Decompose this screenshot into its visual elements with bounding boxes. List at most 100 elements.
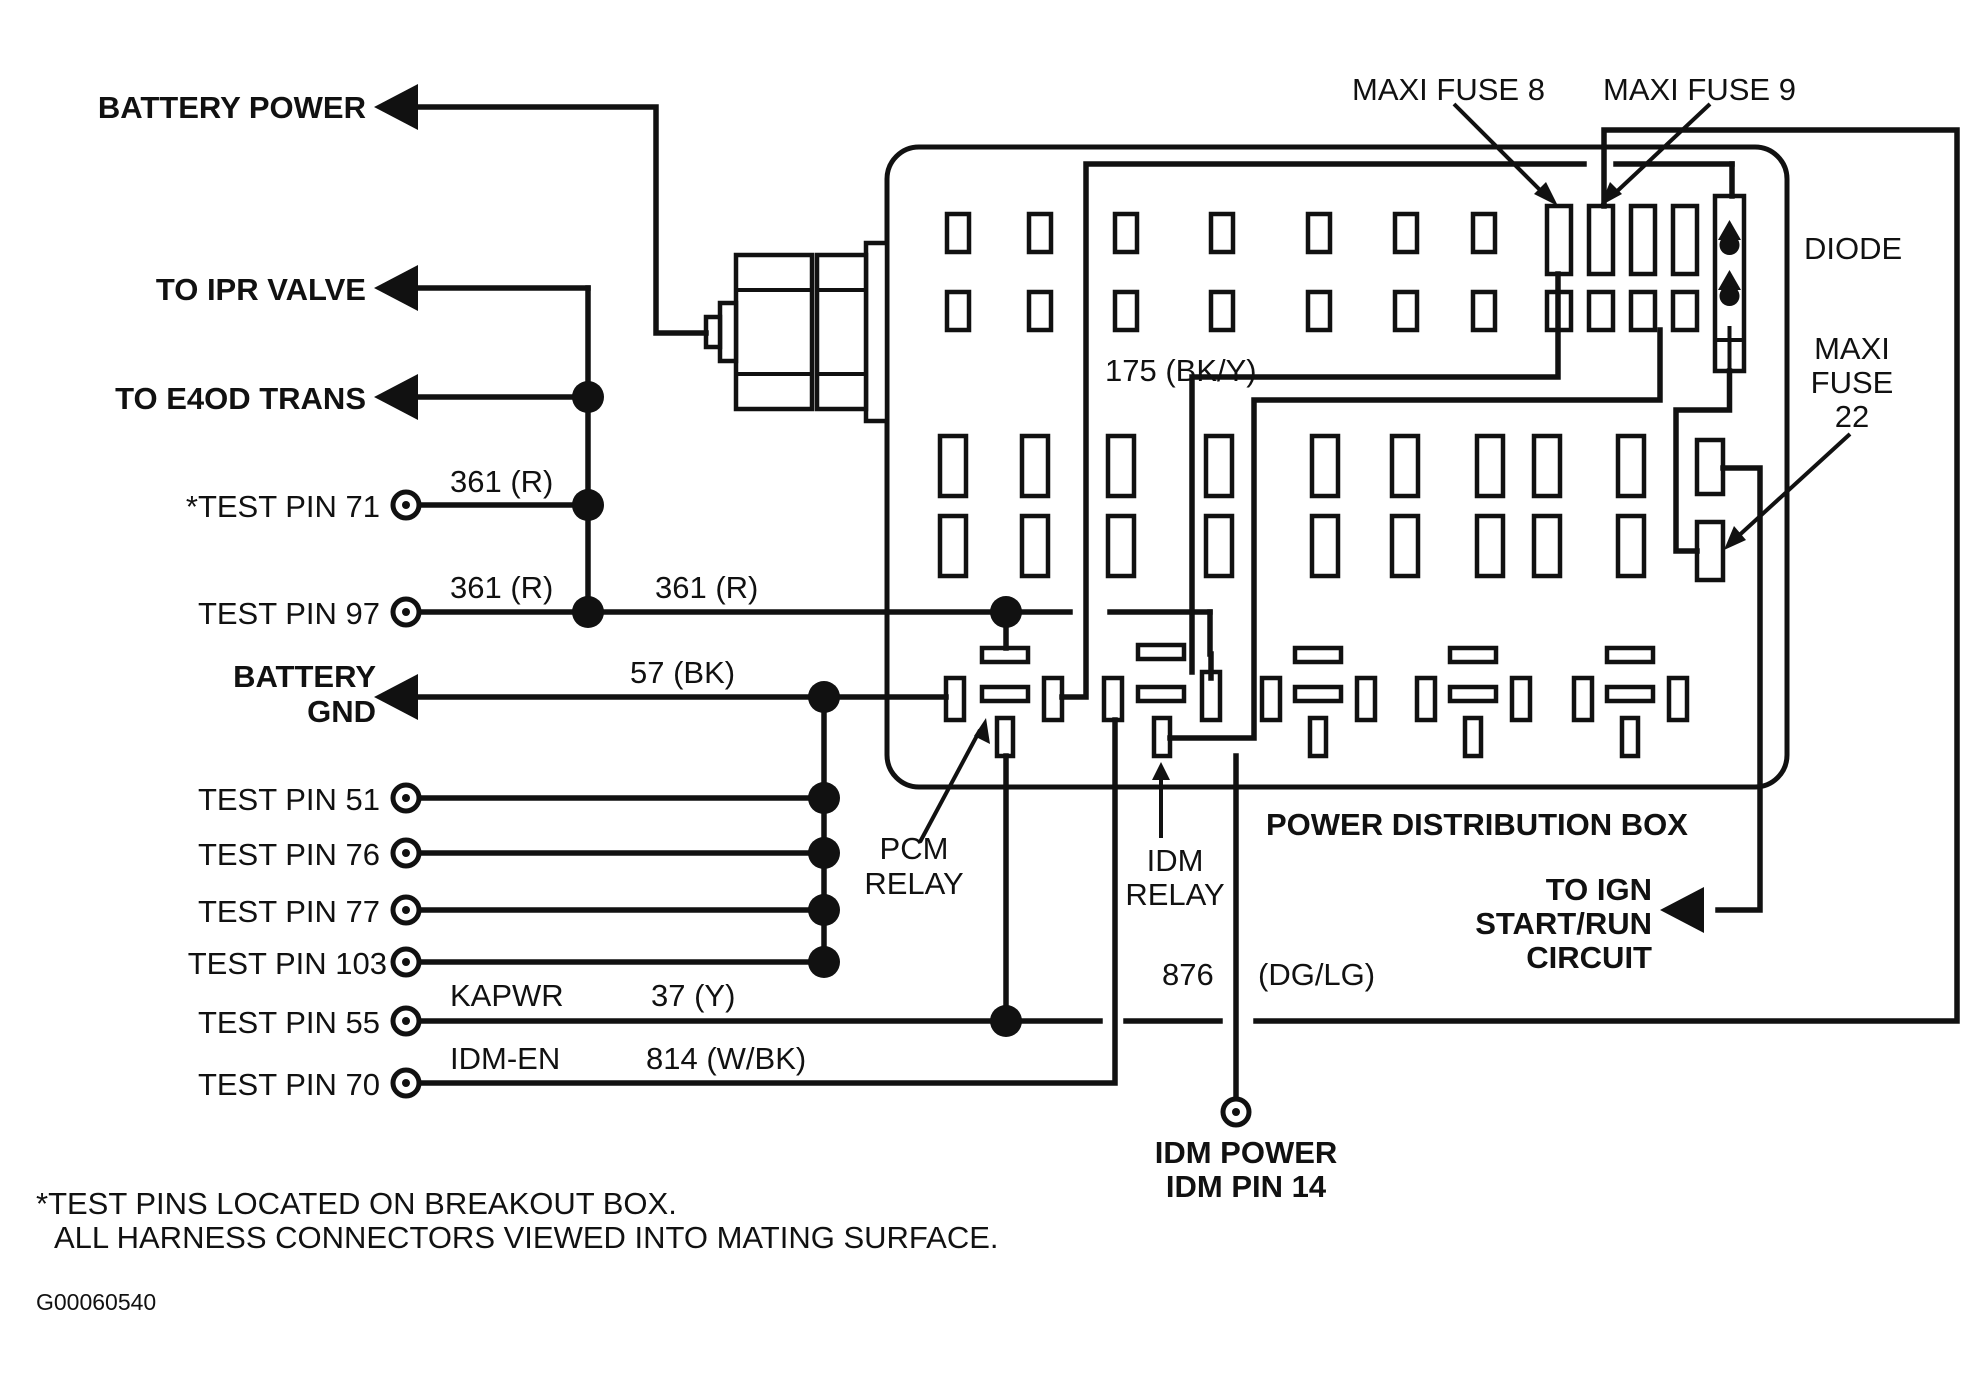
label-wire-876-color: (DG/LG) bbox=[1258, 957, 1375, 992]
relay-5 bbox=[1571, 645, 1690, 759]
label-test-pin-51: TEST PIN 51 bbox=[198, 782, 380, 817]
label-e4od-trans: TO E4OD TRANS bbox=[115, 381, 366, 416]
leader-fuse9 bbox=[1610, 102, 1712, 198]
junction-dot bbox=[808, 681, 840, 713]
junctions bbox=[572, 381, 1022, 1037]
pin-center bbox=[402, 906, 410, 914]
note-line2: ALL HARNESS CONNECTORS VIEWED INTO MATIN… bbox=[54, 1220, 999, 1255]
leader-fuse8 bbox=[1452, 102, 1548, 198]
arrow-battery-gnd bbox=[374, 674, 418, 720]
label-kapwr: KAPWR bbox=[450, 978, 564, 1013]
label-pcm-relay-line1: PCM bbox=[880, 831, 949, 866]
idm-relay bbox=[1101, 642, 1223, 759]
leader-pcm-relay-tip bbox=[974, 718, 990, 744]
label-idm-en: IDM-EN bbox=[450, 1041, 560, 1076]
pin-center bbox=[402, 501, 410, 509]
pcm-relay bbox=[943, 645, 1065, 759]
pin-center bbox=[1232, 1108, 1240, 1116]
label-wire-175: 175 (BK/Y) bbox=[1105, 353, 1257, 388]
wire-idm-en bbox=[415, 717, 1118, 1086]
power-distribution-box bbox=[703, 144, 1790, 790]
arrow-ipr-valve bbox=[374, 265, 418, 311]
wire-diode-down bbox=[1673, 368, 1733, 554]
junction-dot bbox=[990, 1005, 1022, 1037]
leader-fuse22 bbox=[1732, 432, 1852, 542]
leader-pcm-relay bbox=[918, 729, 982, 843]
fuse-row-top bbox=[944, 203, 1700, 277]
label-test-pin-55: TEST PIN 55 bbox=[198, 1005, 380, 1040]
note-line1: *TEST PINS LOCATED ON BREAKOUT BOX. bbox=[36, 1186, 677, 1221]
wire-175 bbox=[1059, 161, 1587, 700]
label-test-pin-71: *TEST PIN 71 bbox=[186, 489, 380, 524]
label-test-pin-70: TEST PIN 70 bbox=[198, 1067, 380, 1102]
label-test-pin-103: TEST PIN 103 bbox=[188, 946, 387, 981]
label-idm-relay-line2: RELAY bbox=[1125, 877, 1224, 912]
label-idm-relay-line1: IDM bbox=[1147, 843, 1204, 878]
wires bbox=[415, 104, 1960, 1113]
label-wire-361-run: 361 (R) bbox=[655, 570, 758, 605]
wire-fuse8-feed bbox=[1189, 271, 1561, 675]
label-wire-37: 37 (Y) bbox=[651, 978, 735, 1013]
arrow-e4od-trans bbox=[374, 374, 418, 420]
junction-dot bbox=[808, 837, 840, 869]
label-test-pin-76: TEST PIN 76 bbox=[198, 837, 380, 872]
wire-ign bbox=[1715, 465, 1763, 913]
fuse-row-second bbox=[944, 289, 1700, 333]
junction-dot bbox=[808, 894, 840, 926]
relay-3 bbox=[1259, 645, 1378, 759]
label-test-pin-77: TEST PIN 77 bbox=[198, 894, 380, 929]
label-maxi-fuse-22-line2: FUSE bbox=[1811, 365, 1894, 400]
junction-dot bbox=[808, 782, 840, 814]
label-maxi-fuse-8: MAXI FUSE 8 bbox=[1352, 72, 1545, 107]
wire-battery-power bbox=[415, 104, 709, 336]
label-maxi-fuse-22-line1: MAXI bbox=[1814, 331, 1890, 366]
figure-id: G00060540 bbox=[36, 1289, 156, 1315]
label-test-pin-97: TEST PIN 97 bbox=[198, 596, 380, 631]
fuse-row-large-bottom bbox=[937, 513, 1726, 583]
box-outline bbox=[884, 144, 1790, 790]
label-maxi-fuse-22-line3: 22 bbox=[1835, 399, 1869, 434]
pin-center bbox=[402, 849, 410, 857]
label-idm-power-line2: IDM PIN 14 bbox=[1166, 1169, 1327, 1204]
relay-4 bbox=[1414, 645, 1533, 759]
label-pcm-relay-line2: RELAY bbox=[864, 866, 963, 901]
junction-dot bbox=[990, 596, 1022, 628]
pin-center bbox=[402, 608, 410, 616]
leader-fuse8-tip bbox=[1534, 182, 1558, 206]
power-stud bbox=[703, 240, 890, 424]
junction-dot bbox=[572, 381, 604, 413]
arrow-battery-power bbox=[374, 84, 418, 130]
label-wire-361-pin71: 361 (R) bbox=[450, 464, 553, 499]
diode bbox=[1712, 193, 1747, 374]
label-maxi-fuse-9: MAXI FUSE 9 bbox=[1603, 72, 1796, 107]
label-ign-line2: START/RUN bbox=[1475, 906, 1652, 941]
arrowheads bbox=[374, 84, 1852, 933]
label-power-distribution-box: POWER DISTRIBUTION BOX bbox=[1266, 807, 1688, 842]
label-wire-57: 57 (BK) bbox=[630, 655, 735, 690]
test-pin-connectors bbox=[390, 489, 1252, 1128]
junction-dot bbox=[808, 946, 840, 978]
label-ipr-valve: TO IPR VALVE bbox=[156, 272, 366, 307]
label-ign-line1: TO IGN bbox=[1546, 872, 1652, 907]
label-wire-361-pin97: 361 (R) bbox=[450, 570, 553, 605]
label-idm-power-line1: IDM POWER bbox=[1155, 1135, 1338, 1170]
leader-fuse9-tip bbox=[1600, 182, 1622, 206]
pin-center bbox=[402, 1017, 410, 1025]
wire-kapwr-c bbox=[1253, 127, 1960, 1024]
fuse-row-large-top bbox=[937, 433, 1726, 499]
label-battery-gnd-line2: GND bbox=[307, 694, 376, 729]
junction-dot bbox=[572, 489, 604, 521]
label-ign-line3: CIRCUIT bbox=[1526, 940, 1652, 975]
label-diode: DIODE bbox=[1804, 231, 1902, 266]
wire-idm-out bbox=[1167, 327, 1663, 741]
label-battery-gnd-line1: BATTERY bbox=[233, 659, 376, 694]
pin-center bbox=[402, 1079, 410, 1087]
wire-361-idm bbox=[1207, 609, 1214, 681]
pin-center bbox=[402, 794, 410, 802]
labels: BATTERY POWER TO IPR VALVE TO E4OD TRANS… bbox=[36, 72, 1902, 1315]
label-wire-876: 876 bbox=[1162, 957, 1214, 992]
label-wire-814: 814 (W/BK) bbox=[646, 1041, 806, 1076]
leader-idm-relay-tip bbox=[1152, 762, 1170, 780]
leader-fuse22-tip bbox=[1724, 526, 1746, 550]
